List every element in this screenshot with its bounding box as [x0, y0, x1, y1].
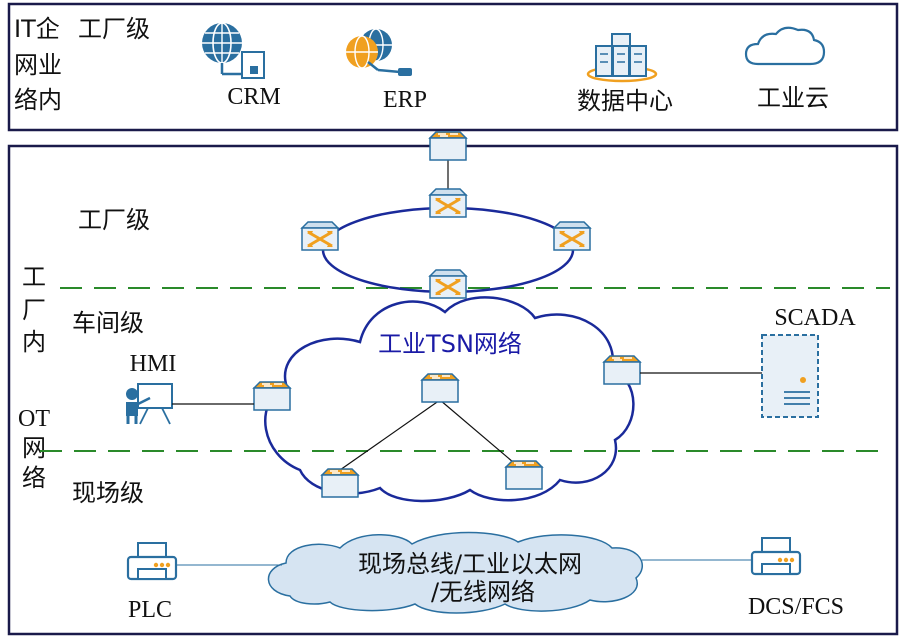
ring-switch-left-icon: [300, 220, 340, 252]
factory-internal-label-2: 厂: [22, 296, 46, 324]
it-zone-label-line-1: IT企: [14, 15, 60, 43]
dcs-device-icon: [750, 536, 802, 576]
ring-switch-top-icon: [428, 187, 468, 219]
crm-icon: [202, 22, 265, 79]
hmi-label: HMI: [130, 351, 177, 377]
datacenter-label: 数据中心: [577, 87, 673, 115]
erp-icon: [346, 28, 412, 76]
tsn-switch-scada-icon: [603, 355, 641, 385]
it-zone-label-line-2: 网业: [14, 51, 62, 79]
erp-label: ERP: [383, 87, 427, 113]
plc-device-icon: [126, 541, 178, 581]
tsn-link-right: [439, 399, 521, 469]
ot-network-label-3: 络: [22, 464, 46, 492]
tsn-switch-center-icon: [421, 373, 459, 403]
ot-network-label-2: 网: [22, 434, 46, 462]
workshop-level-label: 车间级: [72, 309, 144, 337]
dcs-label: DCS/FCS: [748, 594, 844, 620]
fieldbus-cloud: [267, 531, 643, 614]
fieldbus-label-line-1: 现场总线/工业以太网: [358, 550, 582, 578]
tsn-link-left: [339, 399, 441, 471]
scada-server-icon: [761, 334, 819, 418]
factory-internal-label-1: 工: [22, 263, 46, 291]
it-factory-level-label: 工厂级: [78, 15, 150, 43]
ring-switch-right-icon: [552, 220, 592, 252]
datacenter-icon: [586, 33, 658, 83]
factory-internal-label-3: 内: [22, 328, 46, 356]
tsn-switch-bottom-right-icon: [505, 460, 543, 490]
crm-label: CRM: [227, 84, 280, 110]
it-zone-frame: [7, 2, 899, 132]
hmi-presenter-icon: [126, 383, 173, 425]
industrial-cloud-label: 工业云: [757, 84, 829, 112]
scada-label: SCADA: [774, 305, 856, 331]
tsn-switch-hmi-icon: [253, 381, 291, 411]
ot-network-label-1: OT: [18, 406, 50, 432]
tsn-switch-bottom-left-icon: [321, 468, 359, 498]
factory-level-label: 工厂级: [78, 206, 150, 234]
tsn-network-label: 工业TSN网络: [378, 330, 522, 358]
industrial-cloud-icon: [744, 26, 826, 66]
it-zone-label-line-3: 络内: [14, 86, 62, 114]
field-level-label: 现场级: [72, 479, 144, 507]
ring-switch-bottom-icon: [428, 268, 468, 300]
plc-label: PLC: [128, 597, 172, 623]
gateway-switch-icon: [429, 131, 467, 161]
fieldbus-label-line-2: /无线网络: [431, 578, 535, 606]
